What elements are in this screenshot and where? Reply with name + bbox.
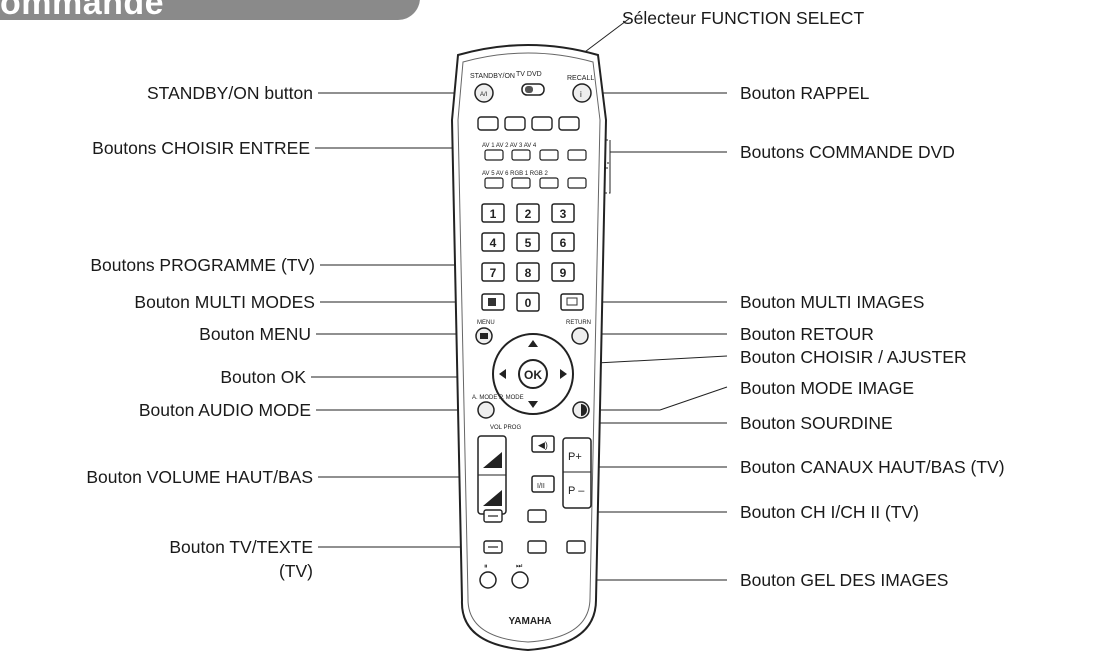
label-tv-texte: Bouton TV/TEXTE: [169, 537, 313, 557]
page-title: ommande: [0, 0, 165, 22]
brand-logo: YAMAHA: [509, 616, 552, 627]
mute-button: [531, 435, 555, 453]
menu-top-label: MENU: [477, 320, 495, 326]
prog-minus-label: P –: [568, 485, 585, 497]
svg-text:A/I: A/I: [480, 92, 488, 98]
ok-label: OK: [524, 368, 542, 382]
nav-arrows: [499, 340, 567, 408]
input-row2-label: AV 5 AV 6 RGB 1 RGB 2: [482, 171, 548, 177]
digit-0: 0: [525, 296, 532, 310]
ok-button: [518, 359, 548, 389]
return-button: [571, 327, 589, 345]
teletext-buttons: [483, 509, 586, 554]
digit-6: 6: [560, 236, 567, 250]
label-multi-modes: Bouton MULTI MODES: [134, 292, 315, 312]
ch-button: [531, 475, 555, 493]
input-row1-label: AV 1 AV 2 AV 3 AV 4: [482, 143, 537, 149]
standby-top-label: STANDBY/ON: [470, 73, 515, 80]
label-standby: STANDBY/ON button: [147, 83, 313, 103]
recall-top-label: RECALL: [567, 75, 594, 82]
label-function-select: Sélecteur FUNCTION SELECT: [622, 8, 865, 28]
input-dvd-buttons: [484, 149, 587, 189]
label-ch-i-ii: Bouton CH I/CH II (TV): [740, 502, 919, 522]
standby-button: [474, 83, 494, 103]
svg-text:⏭: ⏭: [516, 563, 523, 570]
label-choisir-ajuster: Bouton CHOISIR / AJUSTER: [740, 347, 967, 367]
digit-5: 5: [525, 236, 532, 250]
label-ok: Bouton OK: [220, 367, 306, 387]
label-rappel: Bouton RAPPEL: [740, 83, 870, 103]
tv-dvd-top-label: TV DVD: [516, 71, 542, 78]
audio-mode-top-label: A. MODE P. MODE: [472, 395, 524, 401]
vol-prog-label: VOL PROG: [490, 425, 521, 431]
label-choisir-entree: Boutons CHOISIR ENTREE: [92, 138, 310, 158]
label-multi-images: Bouton MULTI IMAGES: [740, 292, 925, 312]
header-tab: ommande: [0, 0, 420, 22]
label-menu: Bouton MENU: [199, 324, 311, 344]
label-tv-texte-2: (TV): [278, 561, 313, 581]
label-programme: Boutons PROGRAMME (TV): [90, 255, 315, 275]
label-commande-dvd: Boutons COMMANDE DVD: [740, 142, 955, 162]
return-top-label: RETURN: [566, 320, 591, 326]
digit-3: 3: [560, 207, 567, 221]
ch-label: I/II: [537, 483, 545, 490]
label-mode-image: Bouton MODE IMAGE: [740, 378, 915, 398]
digit-9: 9: [560, 266, 567, 280]
digit-7: 7: [490, 266, 497, 280]
audio-mode-button: [477, 401, 495, 419]
digit-4: 4: [490, 236, 497, 250]
label-retour: Bouton RETOUR: [740, 324, 874, 344]
hold-button: [479, 571, 497, 589]
digit-8: 8: [525, 266, 532, 280]
prog-rocker: [562, 437, 592, 509]
color-keys: [477, 116, 580, 131]
digit-2: 2: [525, 207, 532, 221]
digit-keys: [481, 203, 575, 312]
svg-text:i: i: [580, 90, 582, 99]
recall-button: [572, 83, 592, 103]
label-canaux: Bouton CANAUX HAUT/BAS (TV): [740, 457, 1005, 477]
freeze-button: [511, 571, 529, 589]
prog-plus-label: P+: [568, 451, 582, 463]
label-volume: Bouton VOLUME HAUT/BAS: [86, 467, 313, 487]
svg-text:◀): ◀): [538, 440, 548, 450]
label-sourdine: Bouton SOURDINE: [740, 413, 893, 433]
label-audio-mode: Bouton AUDIO MODE: [138, 400, 311, 420]
multi-images-button: [560, 293, 584, 311]
digit-1: 1: [490, 207, 497, 221]
svg-text:⏸: ⏸: [484, 563, 488, 570]
label-gel-images: Bouton GEL DES IMAGES: [740, 570, 949, 590]
